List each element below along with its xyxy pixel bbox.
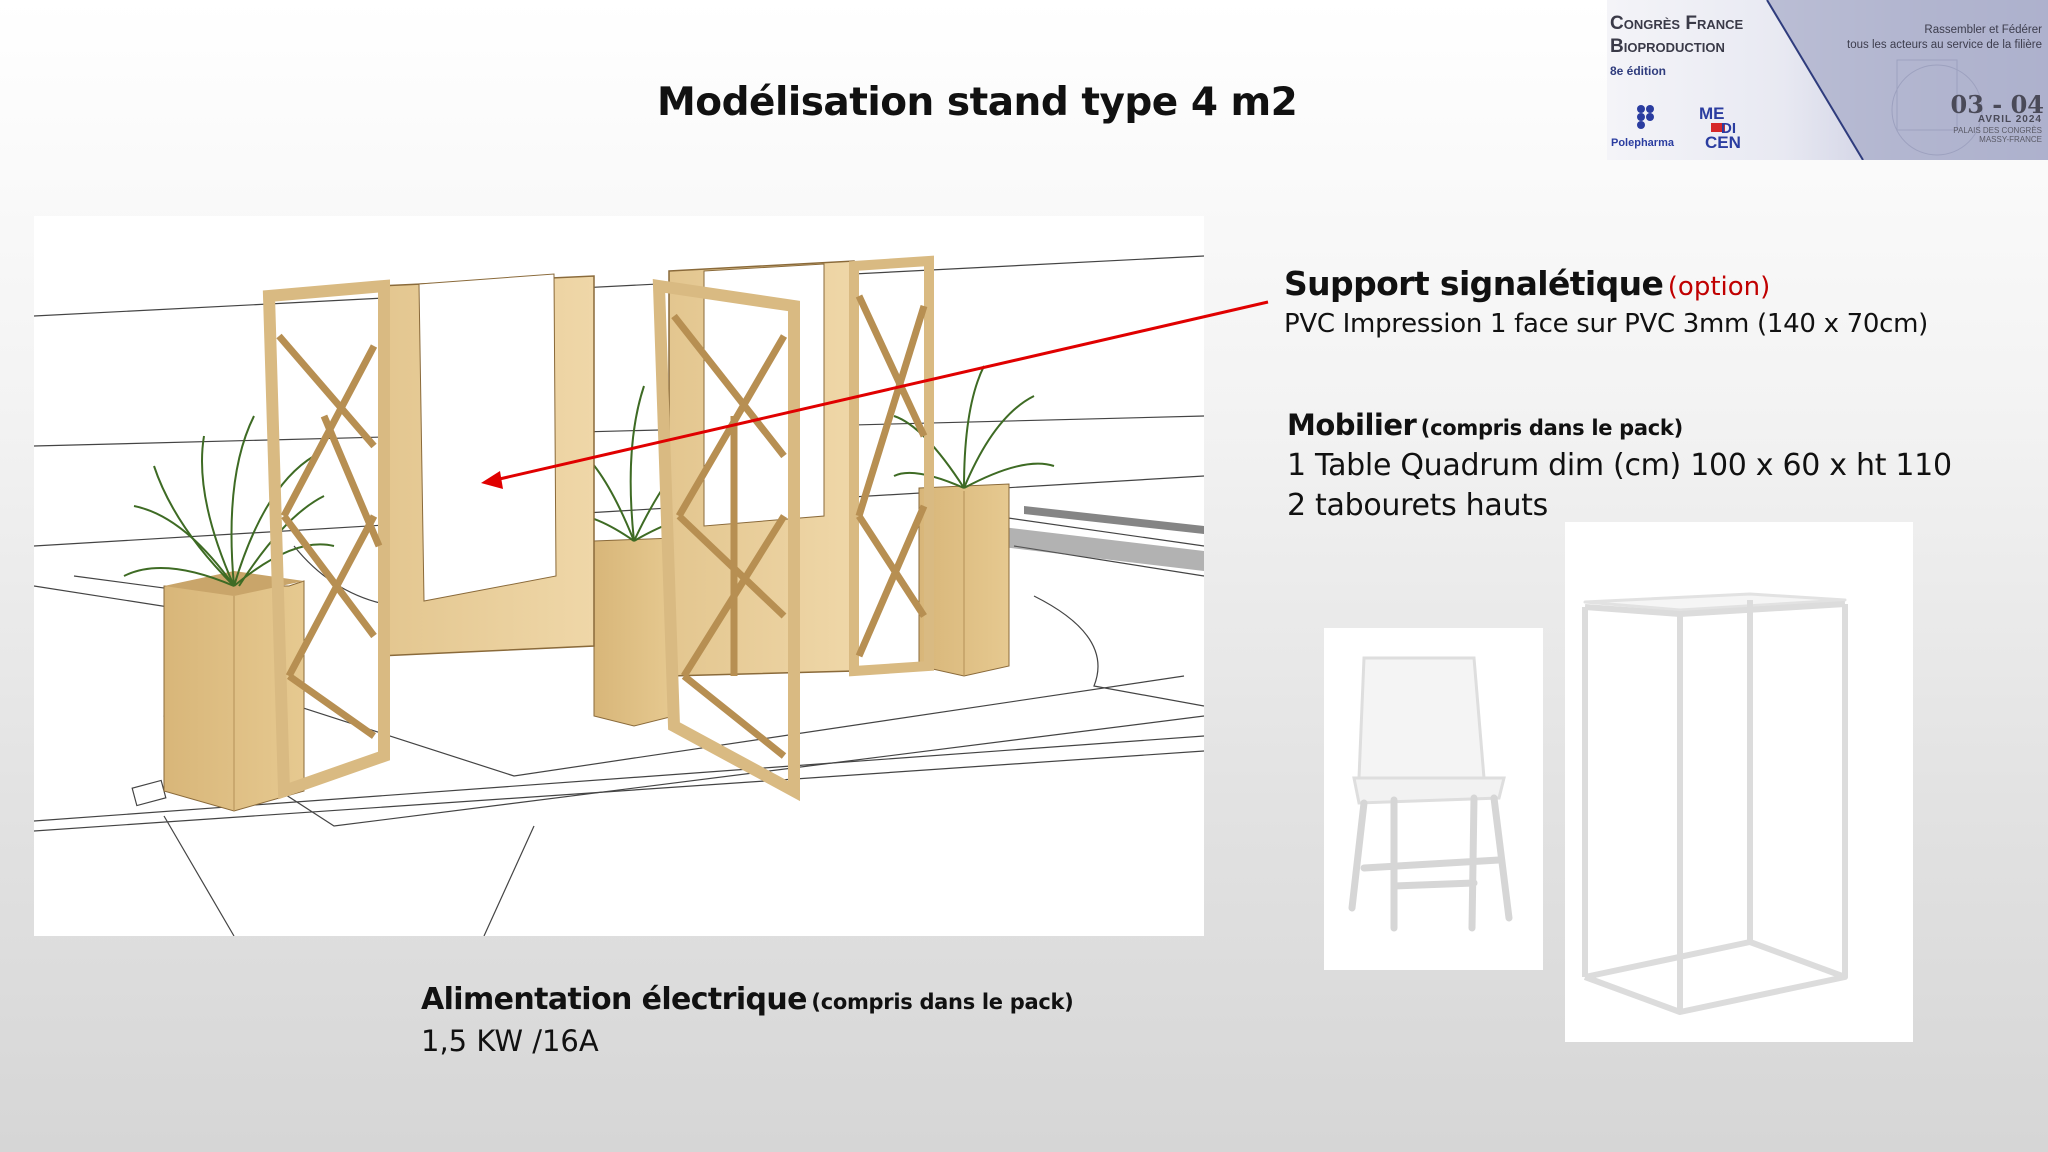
floor-strip — [994, 526, 1204, 571]
power-note: (compris dans le pack) — [811, 990, 1074, 1014]
banner-venue-line1: PALAIS DES CONGRÈS — [1953, 126, 2042, 135]
polepharma-logo-icon — [1637, 105, 1654, 129]
banner-title-line2: Bioproduction — [1610, 36, 1725, 57]
medicen-logo: ME DI CEN — [1699, 104, 1741, 152]
signage-detail: PVC Impression 1 face sur PVC 3mm (140 x… — [1284, 309, 1928, 339]
event-banner: Congrès France Bioproduction 8e édition … — [1607, 0, 2048, 160]
banner-edition: 8e édition — [1610, 64, 1667, 78]
banner-dates: 03 - 04 — [1950, 90, 2044, 119]
signage-heading: Support signalétique (option) — [1284, 264, 1770, 303]
power-title: Alimentation électrique — [421, 982, 808, 1017]
high-table-image — [1565, 522, 1913, 1042]
lattice-panel-right — [849, 255, 934, 677]
banner-month-year: AVRIL 2024 — [1977, 114, 2042, 125]
svg-text:DI: DI — [1721, 120, 1736, 137]
plant-left — [123, 415, 335, 587]
back-panel-right — [668, 260, 855, 677]
signage-title: Support signalétique — [1284, 264, 1664, 303]
svg-text:ME: ME — [1699, 104, 1725, 123]
polepharma-logo: Polepharma — [1611, 137, 1674, 149]
planter-right — [918, 483, 1010, 677]
banner-title-line1: Congrès France — [1610, 13, 1744, 34]
furniture-note: (compris dans le pack) — [1420, 416, 1683, 440]
stand-model-image — [33, 216, 1205, 937]
slide-title: Modélisation stand type 4 m2 — [657, 80, 1298, 125]
banner-diagonal-graphic — [1766, 0, 2048, 160]
planter-center — [593, 537, 675, 727]
furniture-table-line: 1 Table Quadrum dim (cm) 100 x 60 x ht 1… — [1287, 448, 1952, 483]
banner-tagline-line1: Rassembler et Fédérer — [1924, 24, 2042, 36]
power-heading: Alimentation électrique (compris dans le… — [421, 982, 1074, 1017]
power-detail: 1,5 KW /16A — [421, 1024, 599, 1058]
banner-venue-line2: MASSY-FRANCE — [1979, 135, 2042, 144]
furniture-title: Mobilier — [1287, 408, 1417, 442]
furniture-stools-line: 2 tabourets hauts — [1287, 488, 1548, 523]
lattice-panel-left — [262, 279, 390, 800]
stool-image — [1324, 628, 1543, 970]
back-panel-left — [378, 273, 595, 657]
stand-model-drawing — [33, 255, 1205, 937]
furniture-heading: Mobilier (compris dans le pack) — [1287, 408, 1683, 442]
svg-text:CEN: CEN — [1705, 133, 1741, 152]
banner-tagline-line2: tous les acteurs au service de la filièr… — [1847, 39, 2042, 51]
signage-option: (option) — [1667, 272, 1771, 302]
